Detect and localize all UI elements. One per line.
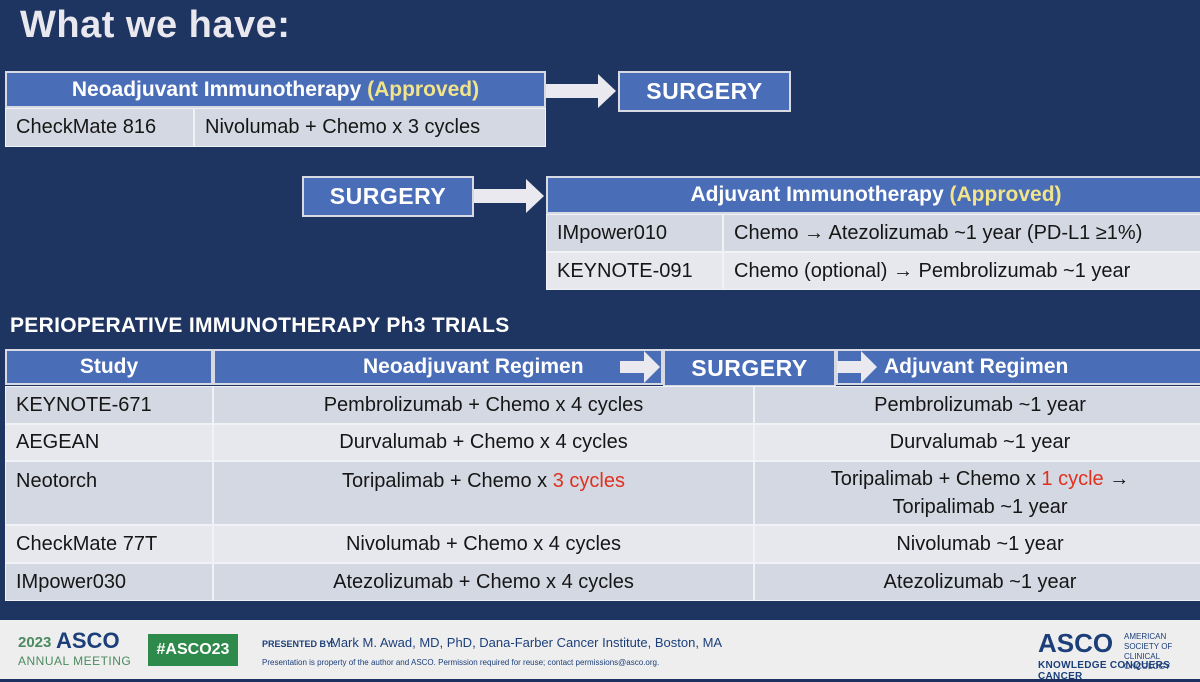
adj-regimen-cell: Chemo → Atezolizumab ~1 year (PD-L1 ≥1%): [723, 214, 1200, 252]
society-name: AMERICAN SOCIETY OF CLINICAL ONCOLOGY: [1124, 632, 1200, 672]
table-row-adj: Nivolumab ~1 year: [754, 525, 1200, 563]
adj-header-text: Adjuvant Immunotherapy: [690, 183, 944, 206]
neoadj-regimen-cell: Nivolumab + Chemo x 3 cycles: [194, 108, 546, 147]
neoadj-text: Toripalimab + Chemo x: [342, 470, 553, 492]
adj-study-cell: IMpower010: [546, 214, 723, 252]
adj-table-header: Adjuvant Immunotherapy (Approved): [546, 176, 1200, 214]
neoadj-study-cell: CheckMate 816: [5, 108, 194, 147]
right-arrow-icon: [474, 179, 544, 213]
footer: 2023 ASCO ANNUAL MEETING #ASCO23 PRESENT…: [0, 620, 1200, 682]
table-row-study: KEYNOTE-671: [5, 386, 213, 424]
adj-line1: Toripalimab + Chemo x 1 cycle →: [831, 465, 1129, 493]
neoadj-table-header: Neoadjuvant Immunotherapy (Approved): [5, 71, 546, 108]
adj-regimen-cell: Chemo (optional) → Pembrolizumab ~1 year: [723, 252, 1200, 290]
table-row-study: CheckMate 77T: [5, 525, 213, 563]
table-row-adj: Pembrolizumab ~1 year: [754, 386, 1200, 424]
col-header-neoadj-label: Neoadjuvant Regimen: [363, 355, 584, 378]
table-row-adj: Atezolizumab ~1 year: [754, 563, 1200, 601]
table-row-neoadj: Atezolizumab + Chemo x 4 cycles: [213, 563, 754, 601]
neoadj-header-text: Neoadjuvant Immunotherapy: [71, 77, 362, 101]
disclaimer-text: Presentation is property of the author a…: [262, 658, 660, 667]
surgery-box-table: SURGERY: [663, 349, 836, 387]
col-header-adj-label: Adjuvant Regimen: [884, 355, 1069, 378]
hashtag-badge: #ASCO23: [148, 634, 238, 666]
col-header-adj: Adjuvant Regimen: [836, 349, 1200, 385]
footer-asco-logo: ASCO: [56, 628, 120, 653]
table-row-study: Neotorch: [5, 461, 213, 525]
table-row-adj: Toripalimab + Chemo x 1 cycle → Toripali…: [754, 461, 1200, 525]
adj-study-cell: KEYNOTE-091: [546, 252, 723, 290]
col-header-study: Study: [5, 349, 213, 385]
adj-arrow-text: →: [1103, 468, 1130, 490]
adj-line2: Toripalimab ~1 year: [892, 496, 1068, 518]
society-line1: AMERICAN SOCIETY OF: [1124, 632, 1173, 651]
table-row-adj: Durvalumab ~1 year: [754, 424, 1200, 461]
table-row-study: IMpower030: [5, 563, 213, 601]
table-row-neoadj: Nivolumab + Chemo x 4 cycles: [213, 525, 754, 563]
surgery-box-middle: SURGERY: [302, 176, 474, 217]
presented-by-label: PRESENTED BY:: [262, 639, 335, 649]
col-header-neoadj: Neoadjuvant Regimen: [213, 349, 663, 385]
section-title: PERIOPERATIVE IMMUNOTHERAPY Ph3 TRIALS: [10, 314, 510, 337]
footer-year: 2023: [18, 634, 52, 651]
right-arrow-icon: [620, 351, 660, 383]
tagline: KNOWLEDGE CONQUERS CANCER: [1038, 660, 1171, 682]
table-row-neoadj: Durvalumab + Chemo x 4 cycles: [213, 424, 754, 461]
neoadj-approved-label: (Approved): [367, 77, 480, 101]
asco-right-logo: ASCO: [1038, 628, 1114, 658]
table-row-study: AEGEAN: [5, 424, 213, 461]
slide-title: What we have:: [20, 4, 291, 46]
neoadj-cycles-highlight: 3 cycles: [552, 470, 625, 492]
adj-approved-label: (Approved): [949, 183, 1062, 206]
adj-text: Toripalimab + Chemo x: [830, 468, 1042, 490]
society-line2: CLINICAL ONCOLOGY: [1124, 652, 1171, 671]
adj-cycles-highlight: 1 cycle: [1041, 468, 1104, 490]
presenter-name: Mark M. Awad, MD, PhD, Dana-Farber Cance…: [330, 635, 723, 650]
surgery-box-top: SURGERY: [618, 71, 791, 112]
table-row-neoadj: Toripalimab + Chemo x 3 cycles: [213, 461, 754, 525]
table-row-neoadj: Pembrolizumab + Chemo x 4 cycles: [213, 386, 754, 424]
right-arrow-icon: [546, 74, 616, 108]
slide: What we have: Neoadjuvant Immunotherapy …: [5, 4, 1200, 601]
footer-annual-meeting: ANNUAL MEETING: [18, 654, 132, 668]
right-arrow-icon: [837, 351, 877, 383]
